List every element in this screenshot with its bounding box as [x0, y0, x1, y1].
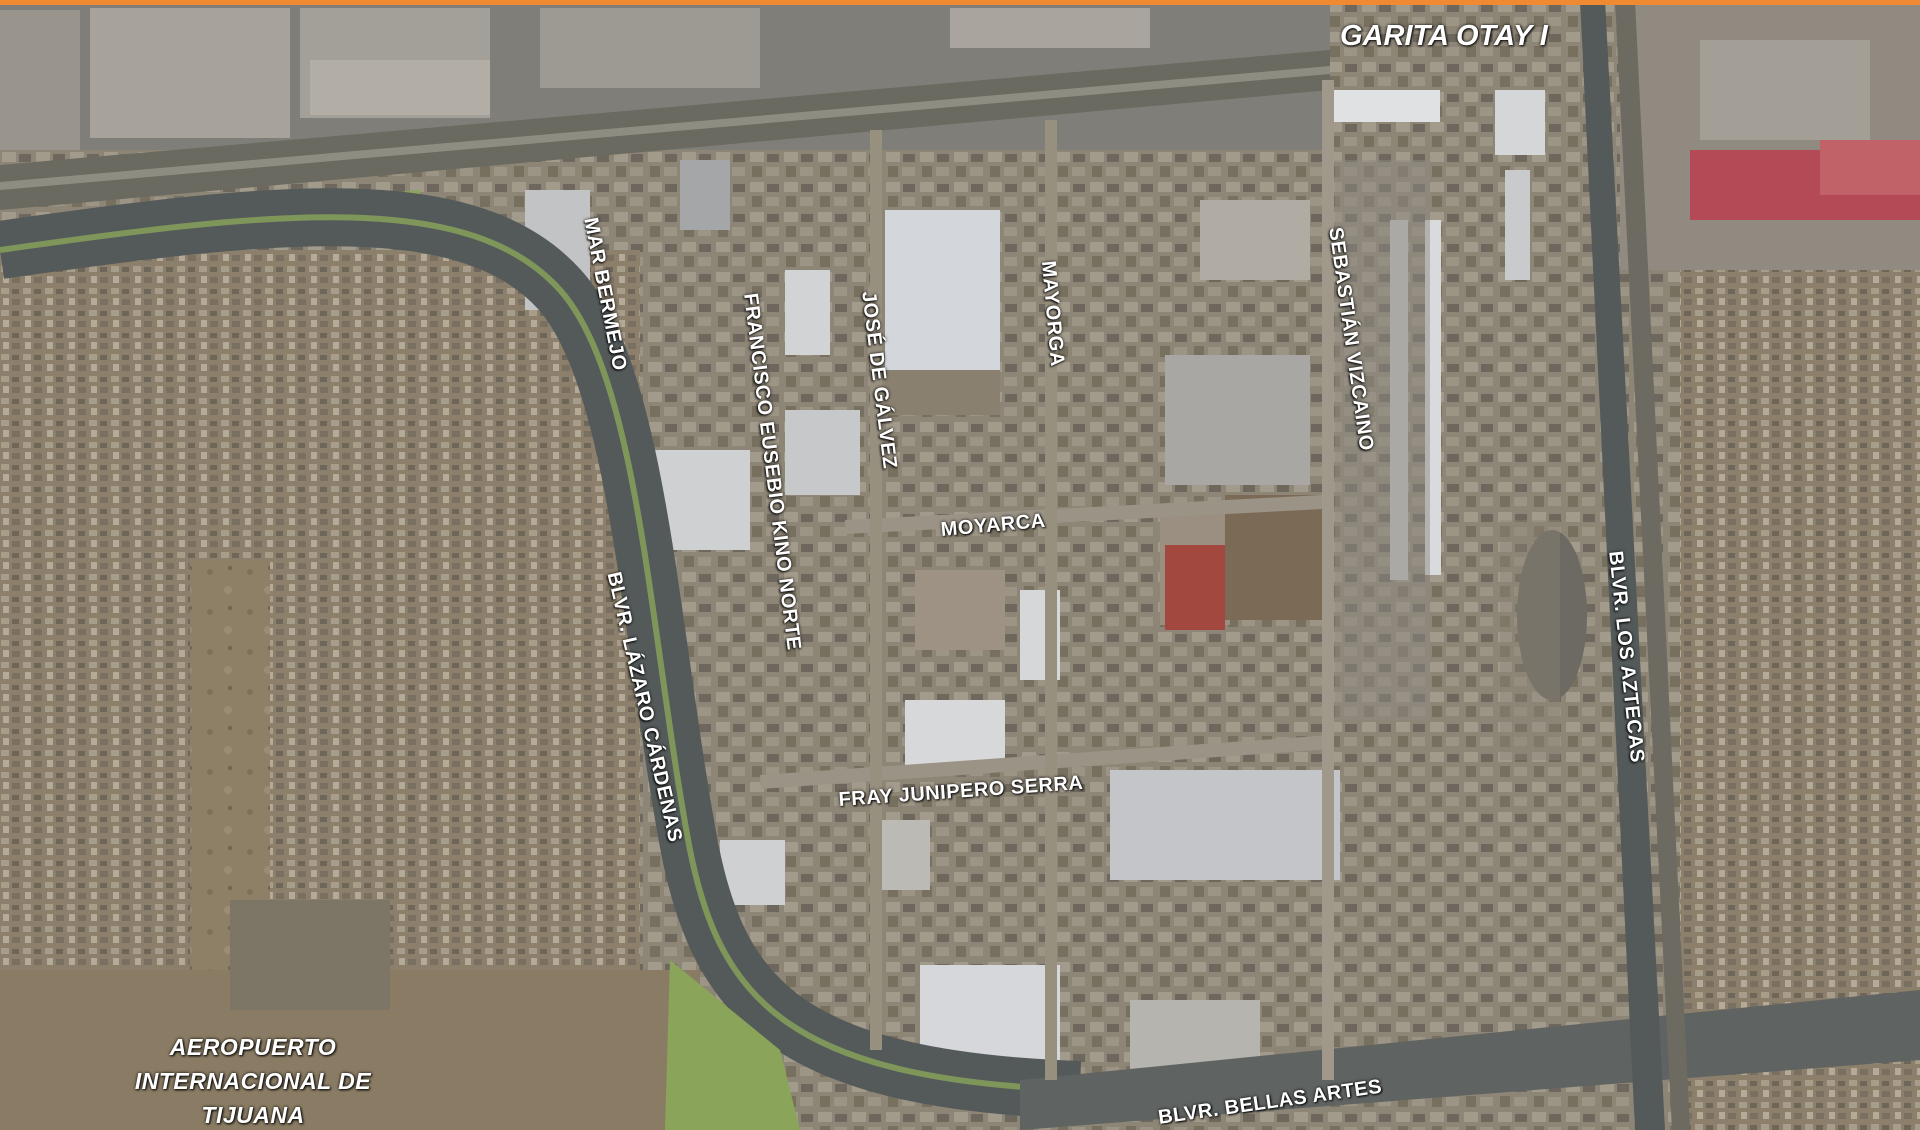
airport-label: AEROPUERTO INTERNACIONAL DE TIJUANA: [134, 1034, 372, 1128]
top-accent-bar: [0, 0, 1920, 5]
border-crossing-label: GARITA OTAY I: [1340, 20, 1548, 52]
